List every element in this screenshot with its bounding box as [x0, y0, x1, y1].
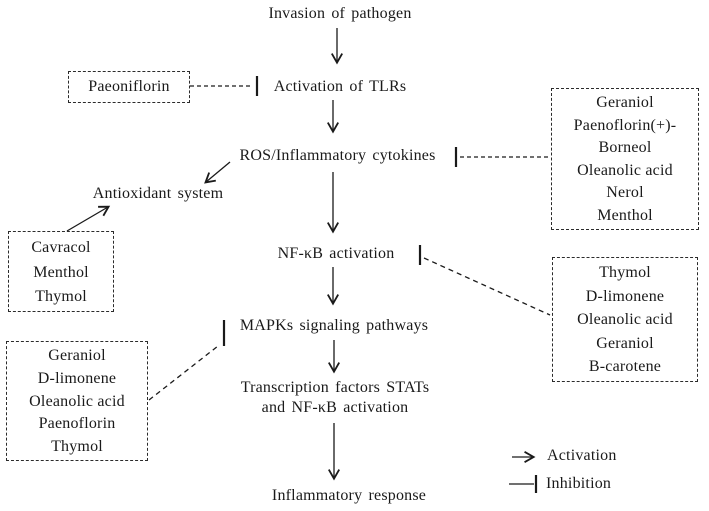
compound-label: Thymol — [51, 438, 103, 456]
compound-label: D-limonene — [37, 369, 117, 387]
legend-inhibition-label: Inhibition — [546, 475, 612, 492]
node-inflammatory-response: Inflammatory response — [271, 487, 427, 504]
compound-label: Paeoniflorin — [88, 78, 170, 95]
compound-label: Oleanolic acid — [577, 161, 673, 179]
compound-label: D-limonene — [585, 287, 665, 305]
transcription-line-2: and NF-κB activation — [261, 399, 409, 416]
compound-label: Cavracol — [31, 239, 91, 256]
node-antioxidant-system: Antioxidant system — [92, 185, 224, 202]
inhibit-line-nfkb — [423, 257, 551, 316]
compound-label: Paenoflorin — [38, 415, 116, 433]
box-cytokine-inhibitors: Geraniol Paenoflorin(+)- Borneol Oleanol… — [551, 88, 699, 230]
arrow-ros-to-antioxidant — [204, 161, 231, 184]
box-antioxidant-activators: Cavracol Menthol Thymol — [8, 231, 114, 312]
node-mapks-signaling-pathways: MAPKs signaling pathways — [239, 317, 429, 334]
compound-label: Thymol — [35, 288, 87, 305]
node-activation-of-tlrs: Activation of TLRs — [273, 78, 407, 95]
transcription-line-1: Transcription factors STATs — [240, 379, 430, 396]
node-nfkb-activation: NF-κB activation — [277, 245, 395, 262]
compound-label: Nerol — [606, 184, 644, 201]
compound-label: Geraniol — [596, 94, 654, 111]
compound-label: Geraniol — [48, 347, 106, 364]
node-transcription-factors: Transcription factors STATs and NF-κB ac… — [233, 378, 437, 418]
compound-label: Paenoflorin(+)- — [573, 116, 677, 134]
compound-label: Borneol — [598, 139, 652, 156]
arrow-cavracol-to-antioxidant — [66, 205, 111, 232]
node-invasion-of-pathogen: Invasion of pathogen — [268, 5, 412, 22]
box-mapk-inhibitors: Geraniol D-limonene Oleanolic acid Paeno… — [6, 341, 148, 461]
compound-label: Oleanolic acid — [29, 392, 125, 410]
box-nfkb-inhibitors: Thymol D-limonene Oleanolic acid Geranio… — [552, 257, 698, 382]
compound-label: Oleanolic acid — [577, 311, 673, 328]
box-tlr-inhibitor: Paeoniflorin — [68, 71, 190, 103]
node-ros-inflammatory-cytokines: ROS/Inflammatory cytokines — [239, 147, 436, 164]
compound-label: Thymol — [599, 264, 651, 281]
legend-activation-label: Activation — [547, 447, 617, 464]
compound-label: B-carotene — [588, 358, 662, 375]
compound-label: Menthol — [33, 263, 89, 281]
compound-label: Geraniol — [596, 334, 654, 352]
compound-label: Menthol — [597, 206, 653, 224]
inhibit-line-mapks — [148, 345, 219, 401]
